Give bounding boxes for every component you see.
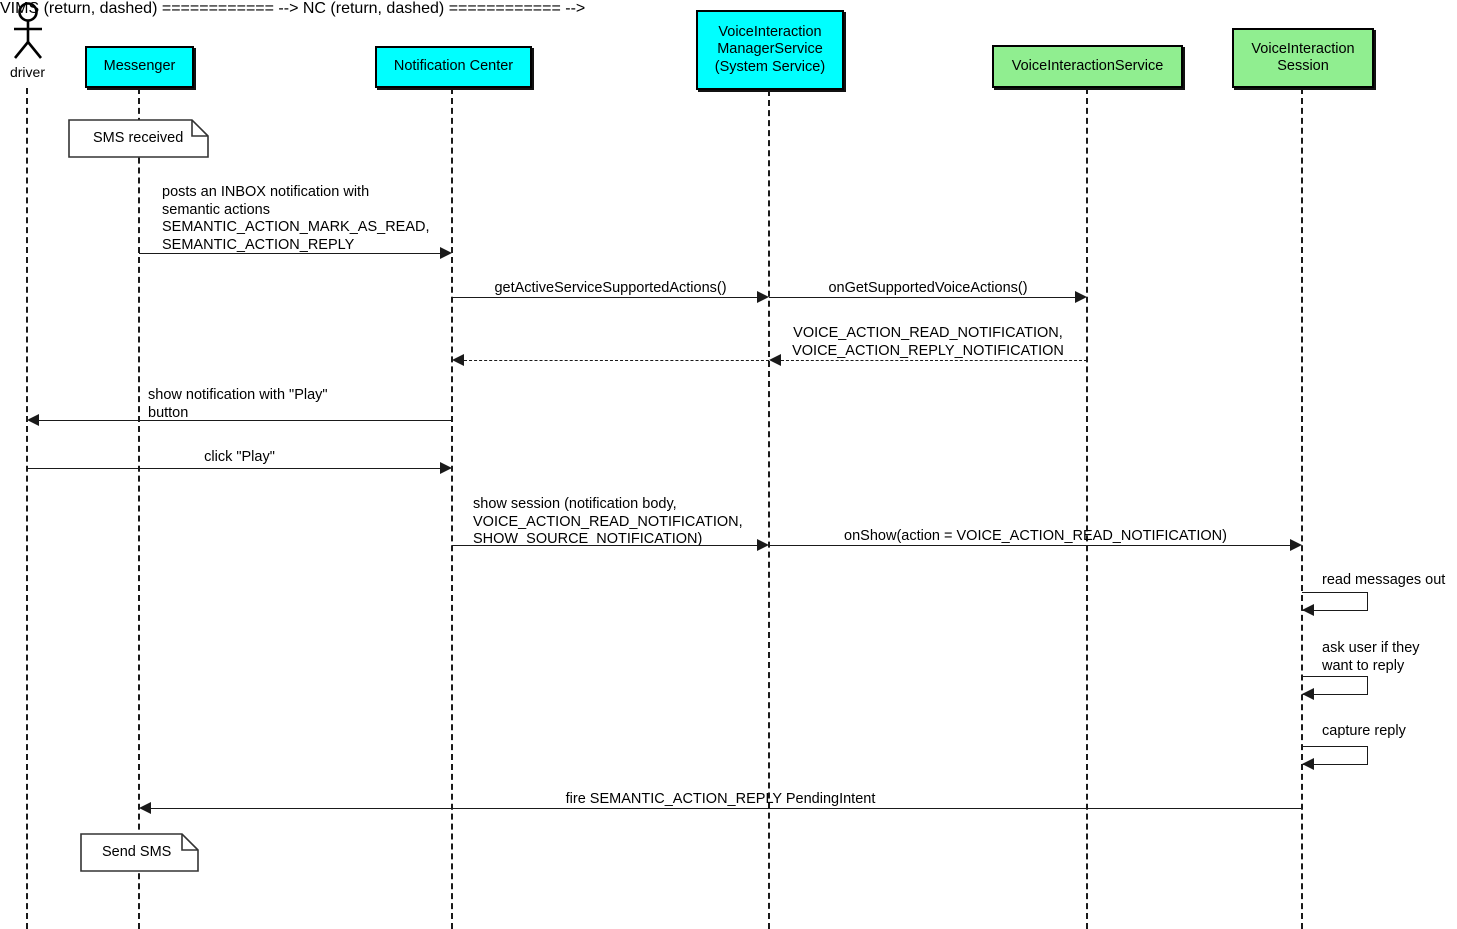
msg-get-active-service-supported-actions-label: getActiveServiceSupportedActions() (494, 280, 727, 296)
participant-voice-interaction-session[interactable]: VoiceInteraction Session (1232, 28, 1374, 88)
msg-show-notification-with-play-button-label: show notification with "Play" button (148, 387, 328, 421)
self-ask-user-if-they-want-to-reply-arrowhead (1302, 688, 1314, 700)
msg-click-play-label: click "Play" (204, 449, 275, 465)
actor-driver (6, 2, 50, 67)
lifeline-voice-interaction-session (1301, 88, 1303, 929)
self-capture-reply-box (1302, 746, 1368, 765)
msg-get-active-service-supported-actions-arrowhead (757, 291, 769, 303)
msg-on-get-supported-voice-actions-arrowhead (1075, 291, 1087, 303)
participant-notification-center[interactable]: Notification Center (375, 46, 532, 88)
participant-notification-center-label: Notification Center (393, 58, 514, 75)
note-sms-received-label: SMS received (93, 130, 184, 146)
msg-show-session-line (452, 545, 757, 546)
msg-click-play-arrowhead (440, 462, 452, 474)
note-send-sms (80, 833, 199, 877)
msg-fire-semantic-action-reply-pending-intent-label: fire SEMANTIC_ACTION_REPLY PendingIntent (565, 791, 876, 807)
msg-on-show-label: onShow(action = VOICE_ACTION_READ_NOTIFI… (844, 528, 1227, 544)
participant-voice-interaction-manager-service-label: VoiceInteraction ManagerService (System … (714, 24, 826, 75)
lifeline-voice-interaction-service (1086, 88, 1088, 929)
msg-on-show-line (769, 545, 1290, 546)
msg-return-voice-actions-to-notification-center-arrowhead (452, 354, 464, 366)
actor-driver-label: driver (9, 64, 45, 80)
lifeline-notification-center (451, 88, 453, 929)
msg-click-play-line (27, 468, 440, 469)
msg-on-show-arrowhead (1290, 539, 1302, 551)
participant-voice-interaction-session-label: VoiceInteraction Session (1251, 40, 1355, 74)
msg-posts-inbox-notification-line (139, 253, 445, 254)
msg-show-notification-with-play-button-line (39, 420, 452, 421)
participant-voice-interaction-service[interactable]: VoiceInteractionService (992, 45, 1183, 88)
participant-messenger-label: Messenger (103, 58, 176, 75)
actor-stick-figure-icon (13, 2, 43, 59)
lifeline-messenger (138, 88, 140, 929)
participant-voice-interaction-service-label: VoiceInteractionService (1011, 57, 1164, 74)
msg-posts-inbox-notification-label: posts an INBOX notification with semanti… (162, 184, 430, 254)
self-ask-user-if-they-want-to-reply-box (1302, 676, 1368, 695)
msg-show-session-arrowhead (757, 539, 769, 551)
msg-return-voice-actions-to-notification-center-line (464, 360, 769, 361)
self-read-messages-out-label: read messages out (1322, 572, 1446, 588)
msg-return-voice-actions-to-vims-arrowhead (769, 354, 781, 366)
msg-on-get-supported-voice-actions-label: onGetSupportedVoiceActions() (828, 280, 1028, 296)
participant-messenger[interactable]: Messenger (85, 46, 194, 88)
msg-show-notification-with-play-button-arrowhead (27, 414, 39, 426)
self-read-messages-out-box (1302, 592, 1368, 611)
msg-posts-inbox-notification-arrowhead (440, 247, 452, 259)
lifeline-driver (26, 88, 28, 929)
self-capture-reply-arrowhead (1302, 758, 1314, 770)
note-send-sms-label: Send SMS (102, 844, 172, 860)
msg-fire-semantic-action-reply-pending-intent-arrowhead (139, 802, 151, 814)
self-ask-user-if-they-want-to-reply-label: ask user if they want to reply (1322, 640, 1420, 674)
note-sms-received-shape (68, 119, 209, 158)
lifeline-voice-interaction-manager-service (768, 90, 770, 929)
note-send-sms-shape (80, 833, 199, 872)
msg-get-active-service-supported-actions-line (452, 297, 757, 298)
msg-show-session-label: show session (notification body, VOICE_A… (473, 496, 743, 548)
msg-return-voice-actions-label: VOICE_ACTION_READ_NOTIFICATION, VOICE_AC… (792, 325, 1064, 359)
participant-voice-interaction-manager-service[interactable]: VoiceInteraction ManagerService (System … (696, 10, 844, 90)
msg-on-get-supported-voice-actions-line (769, 297, 1075, 298)
self-read-messages-out-arrowhead (1302, 604, 1314, 616)
note-sms-received (68, 119, 209, 163)
msg-return-voice-actions-to-vims-line (781, 360, 1087, 361)
self-capture-reply-label: capture reply (1322, 723, 1406, 739)
msg-fire-semantic-action-reply-pending-intent-line (151, 808, 1302, 809)
